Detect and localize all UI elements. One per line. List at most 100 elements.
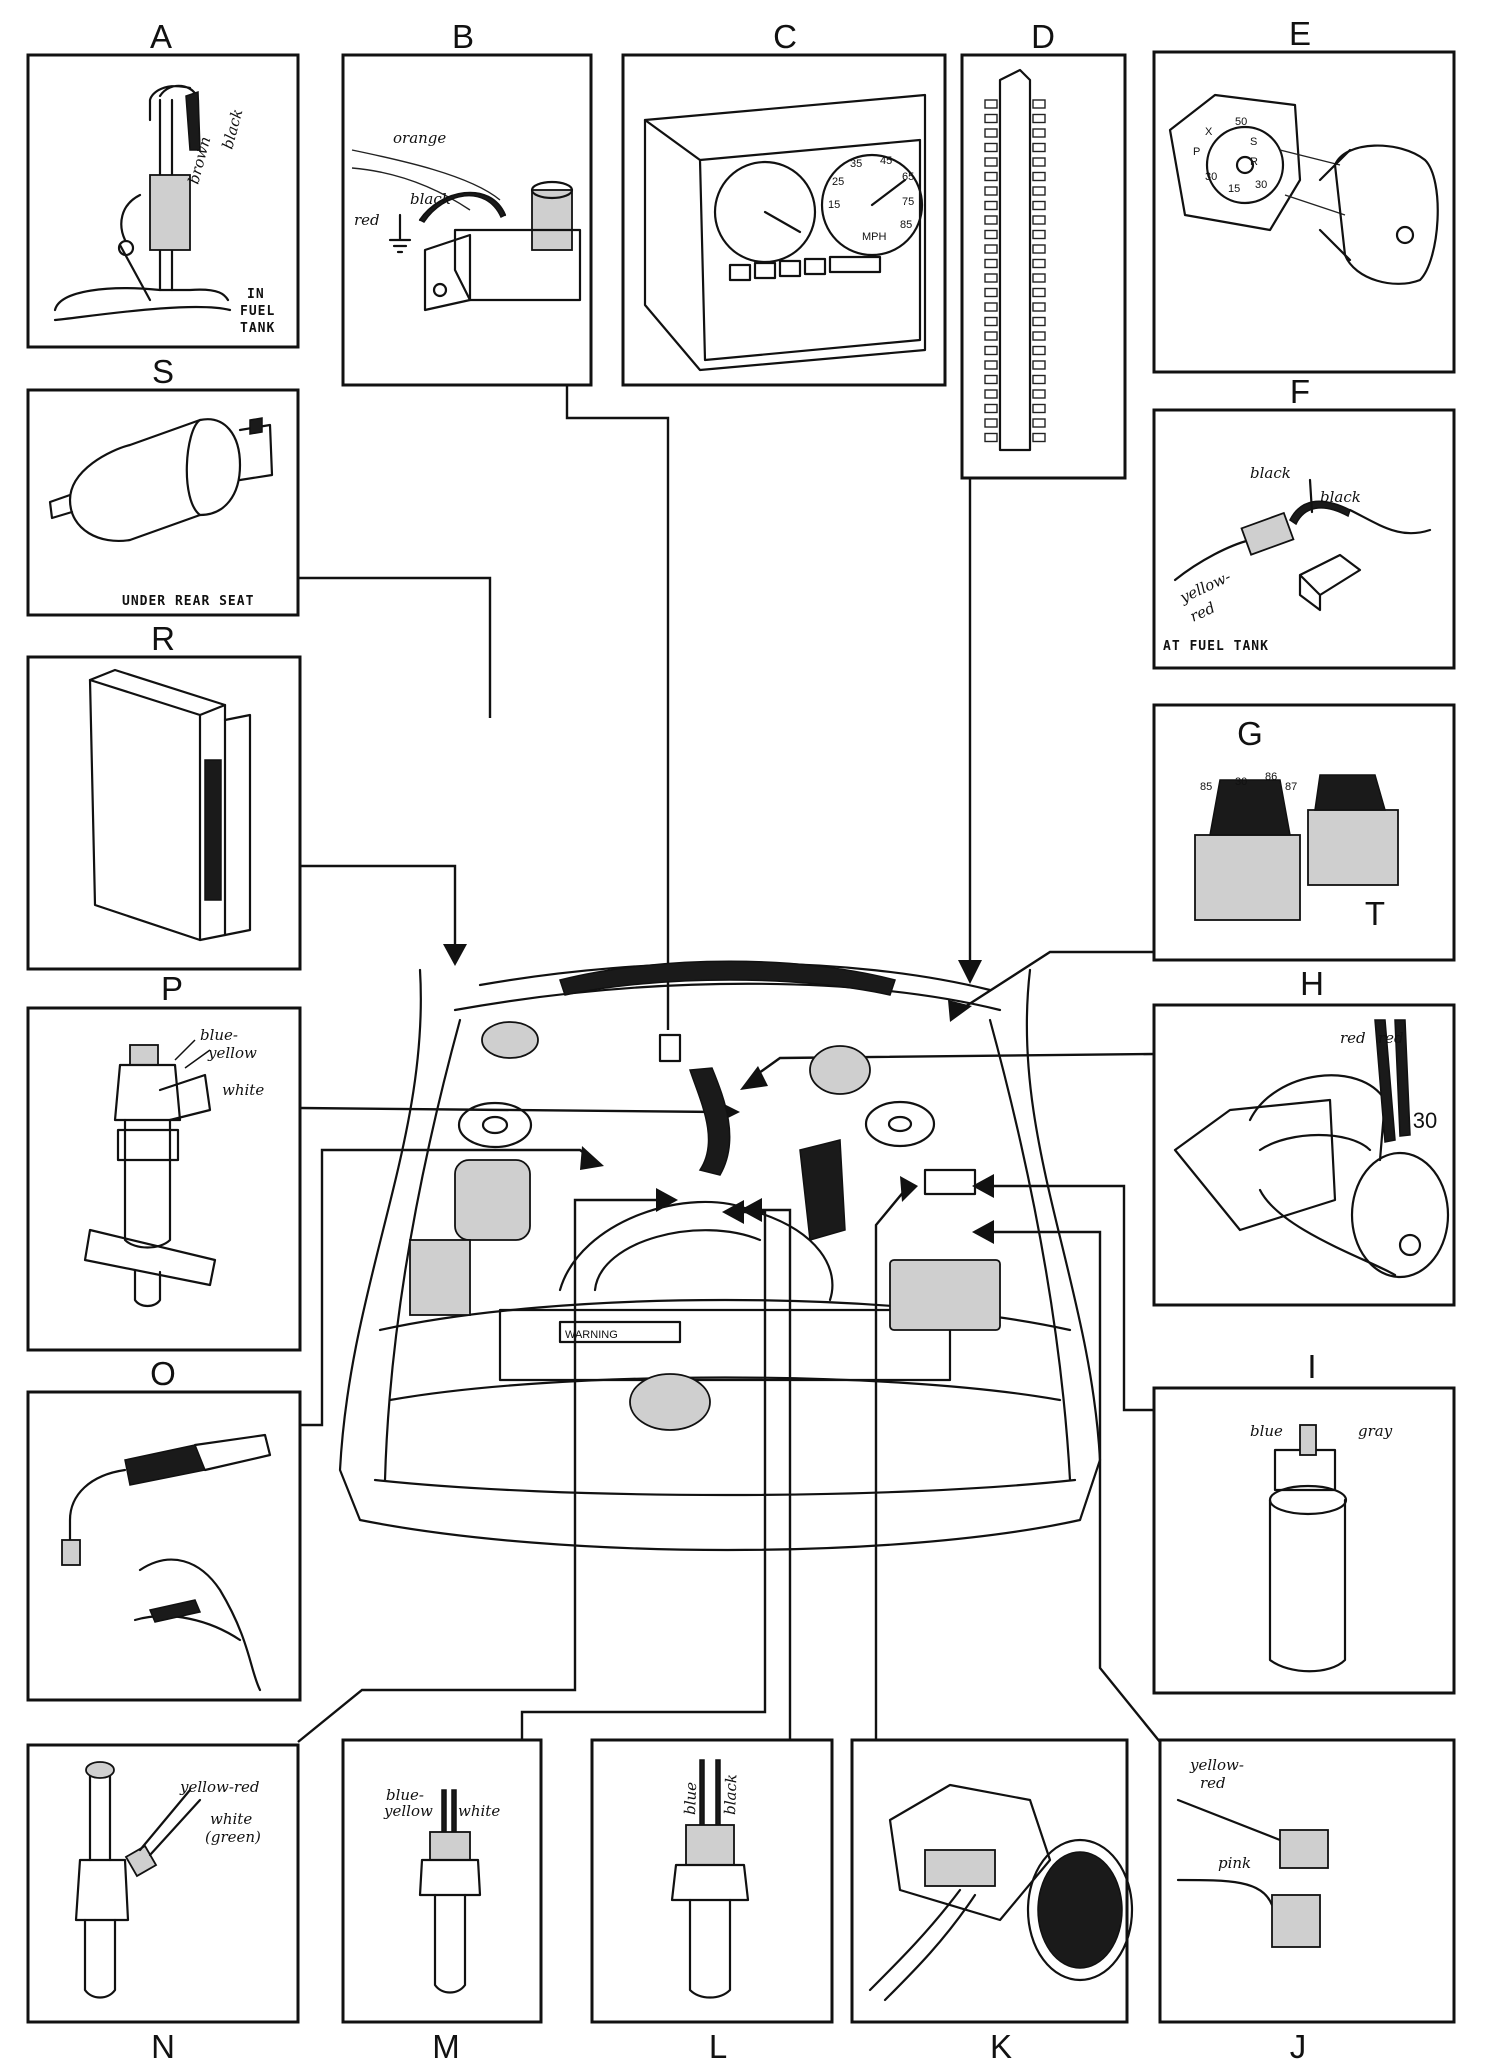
terminal-tab [984,360,998,370]
panel-G-T-relays: G T 85 30 86 87 [1152,703,1456,962]
wire-label-red: red [1200,1774,1226,1792]
pin-s: S [1250,136,1257,148]
gauge-15: 15 [828,199,840,211]
panel-H-starter-motor: H red red 30 [1152,965,1456,1307]
terminal-tab [1032,157,1046,167]
terminal-tab [984,186,998,196]
panel-E-ignition-switch: E X 50 P S R 30 15 30 [1152,15,1456,374]
wire-label-blue: blue [1250,1422,1283,1440]
terminal-tab [1032,389,1046,399]
wire-label-yellow: yellow- [1189,1756,1244,1774]
terminal-tab [984,142,998,153]
arrowhead-O [580,1146,604,1170]
terminal-tab [1032,287,1046,298]
label-F: F [1290,373,1310,410]
label-B: B [452,18,474,55]
terminal-tab [1032,244,1046,254]
wire-label-yellow: yellow [383,1802,433,1820]
label-O: O [150,1355,176,1392]
wire-label-red-1: red [1340,1029,1366,1047]
panel-R-control-unit: R [26,620,302,971]
arrowhead-G [948,1000,972,1022]
label-J: J [1290,2028,1307,2065]
label-P: P [161,970,183,1007]
terminal-tab [984,345,998,356]
wire-label-orange: orange [393,129,446,147]
terminal-tab [984,128,998,138]
terminal-tab [1032,403,1046,414]
gauge-45: 45 [880,155,892,167]
arrowhead-R [443,944,467,966]
wire-label-white: white [458,1802,500,1820]
terminal-tab [1032,258,1046,269]
terminal-tab [984,432,998,443]
terminal-tab [984,244,998,254]
wire-label-yellow: yellow [207,1044,257,1062]
panel-F-fuel-tank-connector: F black black yellow- red AT FUEL TANK [1152,373,1456,670]
terminal-tab [984,200,998,211]
terminal-tab [1032,316,1046,327]
leader-M [520,1210,767,1740]
wire-label-red: red [354,211,380,229]
label-E: E [1289,15,1311,52]
label-G: G [1237,715,1263,752]
wire-label-pink: pink [1218,1854,1251,1872]
engine-bay-illustration: WARNING [338,960,1102,1552]
leader-R [300,864,457,950]
terminal-tab [984,273,998,283]
arrowhead-I [972,1174,994,1198]
caption-under-rear-seat: UNDER REAR SEAT [122,594,254,609]
panel-O-lambda-sensor: O [26,1355,302,1702]
leader-K [874,1189,906,1740]
label-A: A [150,18,172,55]
leader-G [959,950,1154,1012]
label-H: H [1300,965,1324,1002]
pin-30: 30 [1235,776,1247,788]
pin-30a: 30 [1205,171,1217,183]
panel-K-air-mass-meter: K [850,1738,1134,2065]
arrowhead-N [656,1188,678,1212]
caption-tank: TANK [240,321,275,336]
terminal-30: 30 [1413,1108,1437,1133]
wire-label-blue: blue [681,1781,700,1815]
label-I: I [1307,1348,1316,1385]
pin-50: 50 [1235,116,1247,128]
label-D: D [1031,18,1055,55]
terminal-tab [984,418,998,428]
leader-H [751,1052,1155,1079]
wire-label-black: black [721,1774,740,1815]
terminal-tab [1032,418,1046,428]
panel-B-sensor-switch: B orange black red [341,18,593,387]
pin-30b: 30 [1255,179,1267,191]
pin-87: 87 [1285,781,1297,793]
wire-label-gray: gray [1358,1422,1393,1440]
caption-fuel: FUEL [240,304,275,319]
terminal-tab [1032,200,1046,211]
gauge-mph: MPH [862,231,887,243]
wire-label-yellow-red: yellow-red [179,1778,260,1796]
terminal-tab [1032,142,1046,153]
panel-M-coolant-sensor: M blue- yellow white [341,1738,543,2065]
leader-L [758,1208,792,1740]
terminal-tab [984,389,998,399]
terminal-tab [984,331,998,341]
caption-in: IN [247,287,265,302]
leader-S [298,576,492,718]
panel-J-connectors: J yellow- red pink [1158,1738,1456,2065]
arrowhead-H [740,1066,768,1090]
panel-I-ignition-coil: I blue gray [1152,1348,1456,1695]
terminal-tab [1032,374,1046,385]
terminal-tab [1032,331,1046,341]
panel-A-fuel-tank-sender: A brown black IN FUEL TANK [26,18,300,349]
terminal-tab [984,215,998,225]
terminal-tab [984,113,998,124]
terminal-tab [984,229,998,240]
pin-15: 15 [1228,183,1240,195]
label-T: T [1365,895,1385,932]
wire-label-black: black [410,190,451,208]
pin-p: P [1193,146,1200,158]
terminal-tab [984,374,998,385]
terminal-tab [1032,113,1046,124]
panel-L-temperature-sender: L blue black [590,1738,834,2065]
